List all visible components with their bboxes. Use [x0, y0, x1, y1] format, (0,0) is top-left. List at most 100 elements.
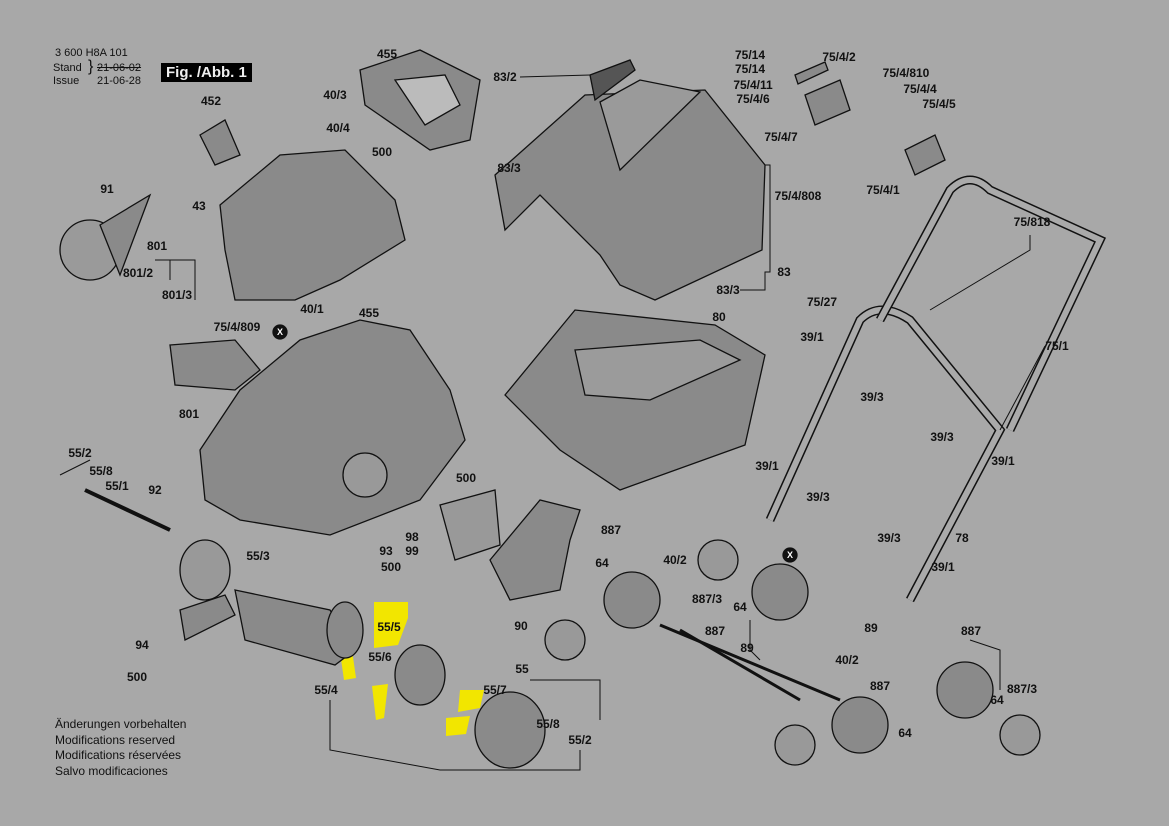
callout-label: 801/2: [122, 266, 154, 280]
grass-box-80: [504, 309, 766, 491]
switch-lever-75-4-11: [794, 61, 829, 85]
callout-label: 500: [371, 145, 393, 159]
highlight-55-4b: [372, 684, 388, 720]
hubcap-887-3: [544, 619, 586, 661]
callout-label: 39/1: [800, 330, 824, 344]
callout-label: 55/2: [68, 446, 92, 460]
wheel-887: [603, 571, 661, 629]
callout-label: 75/4/11: [733, 78, 773, 92]
callout-label: 89: [864, 621, 878, 635]
callout-label: 75/14: [734, 48, 766, 62]
cover-452: [199, 119, 241, 166]
issue-date: 21-06-28: [97, 75, 142, 87]
callout-label: 75/4/1: [866, 183, 900, 197]
callout-label: 64: [990, 693, 1004, 707]
hubcap-887-3: [697, 539, 739, 581]
note-fr: Modifications réservées: [55, 748, 182, 762]
callout-label: 55: [515, 662, 529, 676]
callout-label: 55/8: [89, 464, 113, 478]
handle-78-fill: [767, 307, 1004, 602]
callout-label: 55/2: [568, 733, 592, 747]
callout-label: 40/1: [300, 302, 324, 316]
switch-cover-75-4-1: [904, 134, 946, 176]
note-en: Modifications reserved: [55, 732, 176, 747]
issue-label: Issue: [53, 75, 80, 87]
callout-label: 83: [777, 265, 791, 279]
callout-label: 64: [733, 600, 747, 614]
modification-notes: Änderungen vorbehalten Modifications res…: [55, 717, 186, 779]
callout-label: 39/1: [755, 459, 779, 473]
handle-75-1-fill: [877, 177, 1105, 432]
callout-label: 55/1: [105, 479, 129, 493]
callout-label: 40/2: [663, 553, 687, 567]
callout-label: 75/4/809: [213, 320, 261, 334]
callout-label: 75/4/2: [822, 50, 856, 64]
disk-55-6: [394, 644, 446, 706]
callout-label: 83/2: [493, 70, 517, 84]
callout-label: 500: [455, 471, 477, 485]
callout-label: 98: [405, 530, 419, 544]
callout-label: 91: [100, 182, 114, 196]
callout-label: 55/7: [483, 683, 507, 697]
hubcap-887-3: [774, 724, 816, 766]
chassis-bearing: [342, 452, 388, 498]
callout-label: 55/5: [377, 620, 401, 634]
hubcap-887-3: [999, 714, 1041, 756]
callout-label: 75/4/810: [882, 66, 930, 80]
cover-window: [393, 74, 461, 126]
note-es: Salvo modificaciones: [55, 763, 168, 778]
catcher-lid-panel: [599, 79, 702, 172]
callout-label: 801: [146, 239, 168, 253]
belt-cover-90: [489, 499, 581, 601]
connection-marker: X: [276, 327, 284, 337]
callout-label: 75/4/808: [774, 189, 822, 203]
connection-marker-dot: [272, 324, 288, 340]
callout-label: 39/1: [931, 560, 955, 574]
callout-label: 75/14: [734, 62, 766, 76]
callout-label: 39/3: [806, 490, 830, 504]
callout-label: 40/4: [326, 121, 350, 135]
callout-label: 75/4/7: [764, 130, 798, 144]
callout-label: 92: [148, 483, 162, 497]
plate-99: [439, 489, 501, 561]
callout-label: 94: [135, 638, 149, 652]
shaft-55-1: [84, 488, 171, 532]
callout-label: 75/4/4: [903, 82, 937, 96]
bracket-94: [179, 594, 236, 641]
callout-label: 80: [712, 310, 726, 324]
callout-label: 83/3: [716, 283, 740, 297]
highlight-55-7: [458, 690, 484, 712]
connection-marker: X: [786, 550, 794, 560]
callout-label: 55/3: [246, 549, 270, 563]
callout-label: 452: [200, 94, 222, 108]
callout-label: 75/818: [1013, 215, 1051, 229]
stand-label: Stand: [53, 62, 82, 74]
note-de: Änderungen vorbehalten: [55, 717, 187, 731]
wheel-887: [936, 661, 994, 719]
wheel-887: [831, 696, 889, 754]
callout-label: 75/1: [1045, 339, 1069, 353]
callout-label: 90: [514, 619, 528, 633]
callout-label: 55/4: [314, 683, 338, 697]
wheel-887: [751, 563, 809, 621]
callout-label: 39/3: [930, 430, 954, 444]
callout-label: 83/3: [497, 161, 521, 175]
housing-43: [219, 149, 406, 301]
callout-label: 887: [600, 523, 622, 537]
callout-label: 78: [955, 531, 969, 545]
disk-55-7: [474, 691, 546, 769]
callout-label: 887: [960, 624, 982, 638]
callout-label: 39/3: [860, 390, 884, 404]
callout-label: 89: [740, 641, 754, 655]
callout-label: 43: [192, 199, 206, 213]
callout-label: 887: [869, 679, 891, 693]
chassis-40-1: [199, 319, 466, 536]
stand-date: 21-06-02: [97, 62, 142, 74]
axle-89: [679, 628, 801, 702]
callout-label: 75/4/6: [736, 92, 770, 106]
callout-label: 887/3: [691, 592, 723, 606]
grass-box-inner: [574, 339, 742, 401]
connection-marker-dot: [782, 547, 798, 563]
callout-label: 64: [898, 726, 912, 740]
